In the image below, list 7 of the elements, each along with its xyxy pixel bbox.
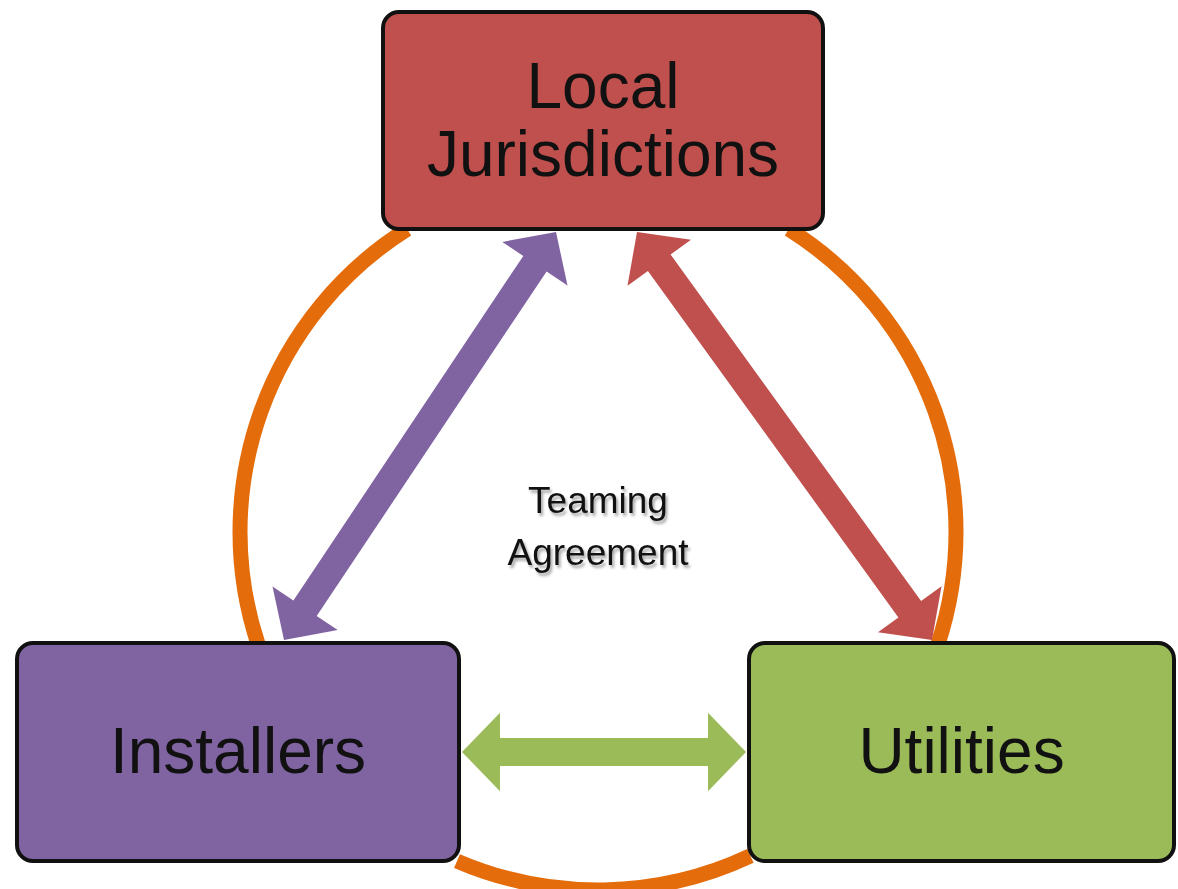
center-label: Teaming Agreement — [458, 462, 738, 592]
stakeholder-box: Local Jurisdictions — [381, 10, 825, 231]
double-arrow — [627, 232, 942, 640]
double-arrow — [272, 232, 568, 640]
double-arrow — [462, 712, 746, 792]
stakeholder-box: Utilities — [747, 641, 1176, 863]
stakeholder-box: Installers — [15, 641, 461, 863]
